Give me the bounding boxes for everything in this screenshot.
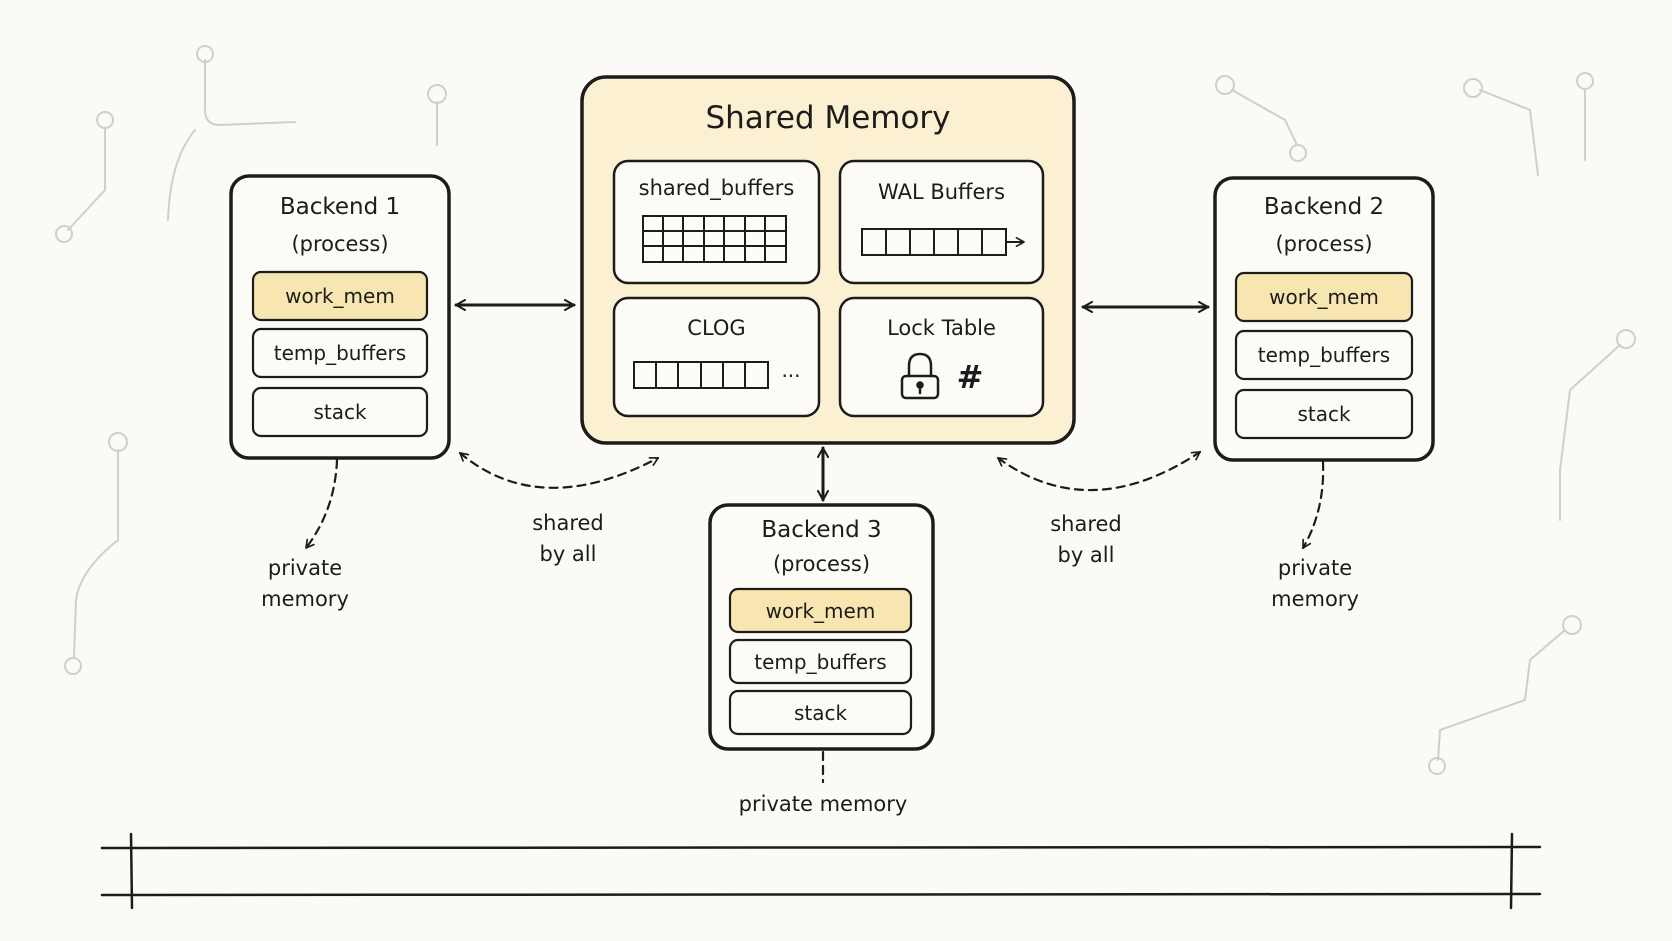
shared-by-all-note-left: shared by all (518, 508, 618, 570)
backend-2-slot-temp-buffers: temp_buffers (1257, 343, 1391, 367)
shared-buffers-box (612, 159, 821, 285)
shared-by-all-note-left-line2: by all (539, 542, 597, 566)
private-memory-note-left-line2: memory (261, 587, 349, 611)
backend-1-slot-box (251, 386, 429, 438)
backend-3-slot-box (728, 689, 913, 736)
private-memory-note-right-line1: private (1277, 556, 1353, 580)
buffer-grid-icon (642, 215, 787, 263)
clog-label: CLOG (687, 316, 746, 340)
backend-1-slot-stack: stack (313, 400, 367, 424)
backend-1-slot-box (251, 327, 429, 379)
backend-2-title: Backend 2 (1263, 194, 1385, 220)
backend-1-slot-box (251, 270, 429, 322)
shared-by-all-note-right-line2: by all (1057, 543, 1115, 567)
backend-1-title: Backend 1 (279, 194, 401, 220)
backend-3-slot-box (728, 638, 913, 685)
bottom-rail (100, 832, 1542, 910)
backend-1-slot-work-mem: work_mem (285, 284, 395, 308)
lock-icon (900, 352, 940, 400)
backend-3-title: Backend 3 (761, 517, 882, 543)
private-memory-note-right: private memory (1255, 553, 1375, 615)
wal-buffers-label: WAL Buffers (877, 180, 1006, 204)
decorative-traces (55, 45, 1636, 775)
shared-by-all-note-left-line1: shared (532, 511, 604, 535)
backend-1-kind: (process) (291, 232, 389, 256)
backend-2-slot-box (1234, 388, 1414, 440)
backend-2-kind: (process) (1275, 232, 1373, 256)
backend-3-slot-temp-buffers: temp_buffers (754, 650, 887, 674)
wal-strip-icon (861, 228, 1025, 256)
backend-3-slot-work-mem: work_mem (765, 599, 876, 623)
double-arrow-icon (454, 299, 1210, 502)
clog-strip-icon (633, 361, 769, 389)
lock-table-label: Lock Table (887, 316, 996, 340)
backend-1-slot-temp-buffers: temp_buffers (273, 341, 407, 365)
backend-3-slot-stack: stack (793, 701, 848, 725)
shared-by-all-note-right: shared by all (1036, 509, 1136, 571)
dashed-arrow-icon (304, 450, 1325, 784)
private-memory-note-left-line1: private (267, 556, 343, 580)
private-memory-note-right-line2: memory (1271, 587, 1359, 611)
backend-2-slot-box (1234, 271, 1414, 323)
wal-buffers-box (838, 159, 1045, 285)
private-memory-note-bottom: private memory (738, 792, 908, 816)
backend-2-slot-stack: stack (1297, 402, 1351, 426)
clog-ellipsis: ... (781, 358, 801, 382)
shared-by-all-note-right-line1: shared (1050, 512, 1122, 536)
backend-3-slot-box (728, 587, 913, 634)
backend-3-kind: (process) (772, 552, 871, 576)
backend-2-slot-work-mem: work_mem (1269, 285, 1379, 309)
hash-icon: # (956, 358, 984, 396)
backend-2-slot-box (1234, 329, 1414, 381)
private-memory-note-left: private memory (245, 553, 365, 615)
shared-memory-title: Shared Memory (705, 100, 951, 136)
lock-table-box (838, 296, 1045, 418)
shared-buffers-label: shared_buffers (638, 176, 795, 200)
